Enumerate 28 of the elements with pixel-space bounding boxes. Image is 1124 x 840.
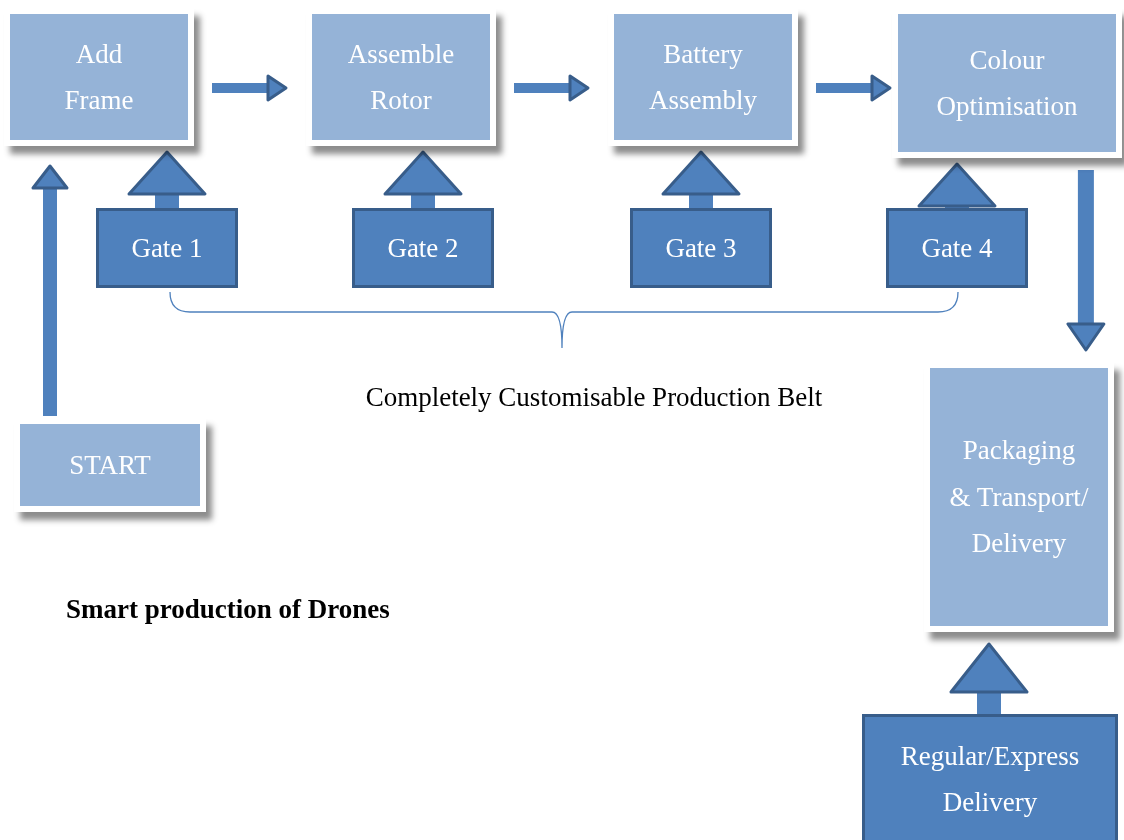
node-text: Gate 3 (665, 231, 737, 265)
node-text: START (69, 448, 151, 482)
block-arrow (127, 150, 207, 208)
block-arrow (31, 164, 69, 416)
block-arrow (917, 162, 997, 208)
node-text: Packaging & Transport/ Delivery (949, 434, 1089, 561)
block-arrow (383, 150, 463, 208)
gate-box (352, 208, 494, 288)
gate-box (886, 208, 1028, 288)
node-text: Gate 2 (387, 231, 459, 265)
block-arrow (816, 74, 892, 102)
node-text: Regular/Express Delivery (899, 739, 1081, 819)
node-text: Gate 4 (921, 231, 993, 265)
node-text: Colour Optimisation (935, 43, 1079, 123)
gate-box (96, 208, 238, 288)
node-text: Gate 1 (131, 231, 203, 265)
block-arrow (212, 74, 288, 102)
block-arrow (661, 150, 741, 208)
gate-box (862, 714, 1118, 840)
block-arrow (514, 74, 590, 102)
node-text: Add Frame (63, 37, 135, 117)
block-arrow (949, 642, 1029, 714)
belt-label: Completely Customisable Production Belt (365, 382, 823, 413)
node-text: Assemble Rotor (346, 37, 456, 117)
title: Smart production of Drones (66, 594, 390, 625)
gate-box (630, 208, 772, 288)
block-arrow (1066, 170, 1106, 352)
node-text: Battery Assembly (648, 37, 758, 117)
